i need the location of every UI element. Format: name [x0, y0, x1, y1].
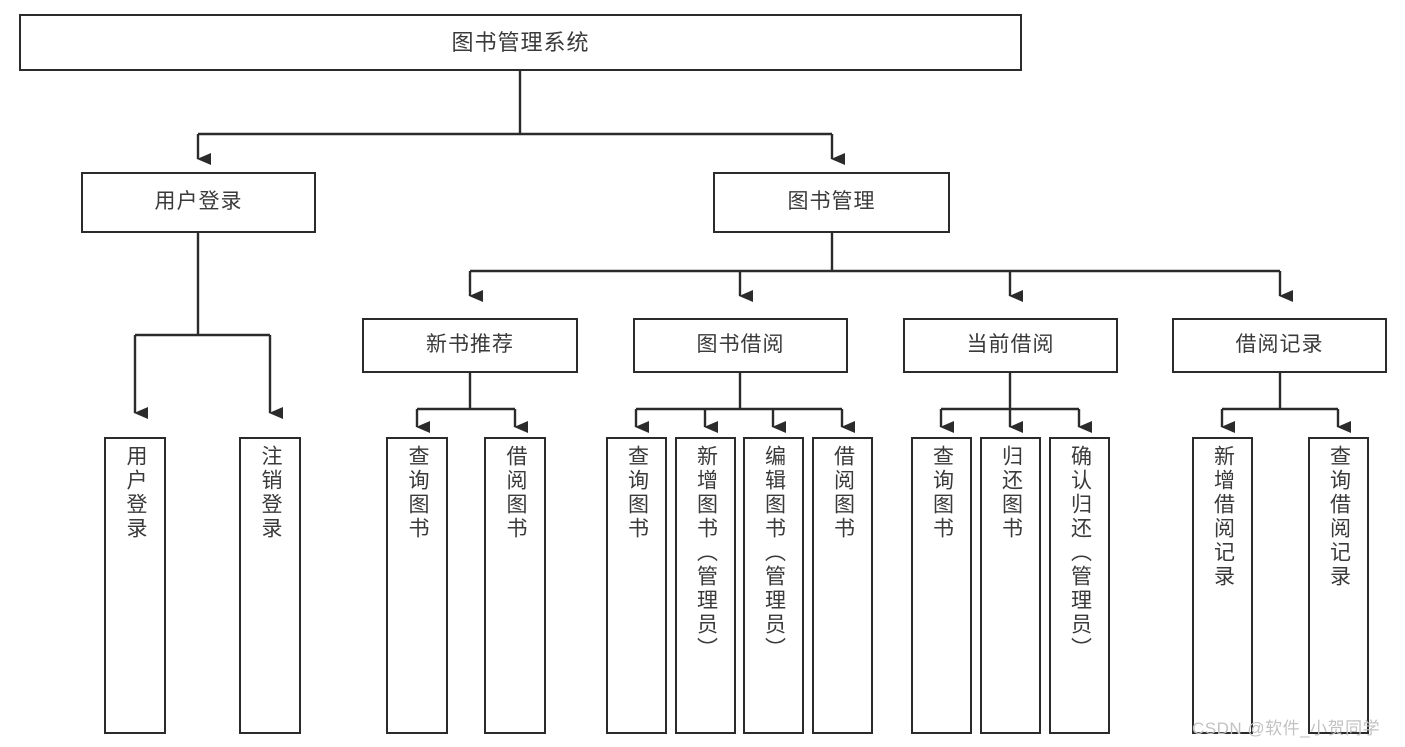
node-label: 借阅记录: [1235, 333, 1324, 357]
node-label: 注销登录: [259, 445, 283, 541]
node-label: 用户登录: [124, 445, 148, 541]
node-label: 查询图书: [625, 445, 649, 541]
leaf-add-book-admin[interactable]: 新增图书（管理员）: [675, 437, 736, 734]
leaf-return-book[interactable]: 归还图书: [980, 437, 1041, 734]
node-label: 借阅图书: [831, 445, 855, 541]
node-label: 新增借阅记录: [1211, 445, 1235, 589]
node-book-management[interactable]: 图书管理: [713, 172, 950, 233]
node-book-borrowing[interactable]: 图书借阅: [633, 318, 848, 373]
leaf-add-borrowing-record[interactable]: 新增借阅记录: [1192, 437, 1253, 734]
node-user-login[interactable]: 用户登录: [81, 172, 316, 233]
node-label: 新增图书（管理员）: [694, 445, 718, 661]
leaf-edit-book-admin[interactable]: 编辑图书（管理员）: [743, 437, 804, 734]
leaf-query-book-borrowing[interactable]: 查询图书: [606, 437, 667, 734]
node-label: 查询图书: [406, 445, 430, 541]
node-new-book-recommendation[interactable]: 新书推荐: [362, 318, 578, 373]
node-label: 查询图书: [930, 445, 954, 541]
leaf-query-book-current[interactable]: 查询图书: [911, 437, 972, 734]
node-label: 借阅图书: [504, 445, 528, 541]
node-label: 图书借阅: [696, 333, 785, 357]
node-label: 新书推荐: [426, 333, 514, 357]
node-label: 图书管理系统: [451, 29, 590, 55]
leaf-borrow-book-recommendation[interactable]: 借阅图书: [484, 437, 546, 734]
node-label: 查询借阅记录: [1327, 445, 1351, 589]
leaf-query-borrowing-record[interactable]: 查询借阅记录: [1308, 437, 1369, 734]
leaf-user-login[interactable]: 用户登录: [104, 437, 166, 734]
node-label: 当前借阅: [966, 333, 1055, 357]
leaf-query-book-recommendation[interactable]: 查询图书: [386, 437, 448, 734]
leaf-borrow-book-borrowing[interactable]: 借阅图书: [812, 437, 873, 734]
leaf-logout[interactable]: 注销登录: [239, 437, 301, 734]
node-root-book-management-system[interactable]: 图书管理系统: [19, 14, 1022, 71]
node-label: 归还图书: [999, 445, 1023, 541]
node-label: 编辑图书（管理员）: [762, 445, 786, 661]
node-current-borrowing[interactable]: 当前借阅: [903, 318, 1118, 373]
leaf-confirm-return-admin[interactable]: 确认归还（管理员）: [1049, 437, 1110, 734]
node-borrowing-record[interactable]: 借阅记录: [1172, 318, 1387, 373]
node-label: 用户登录: [154, 190, 243, 214]
node-label: 图书管理: [787, 190, 876, 214]
node-label: 确认归还（管理员）: [1068, 445, 1092, 661]
